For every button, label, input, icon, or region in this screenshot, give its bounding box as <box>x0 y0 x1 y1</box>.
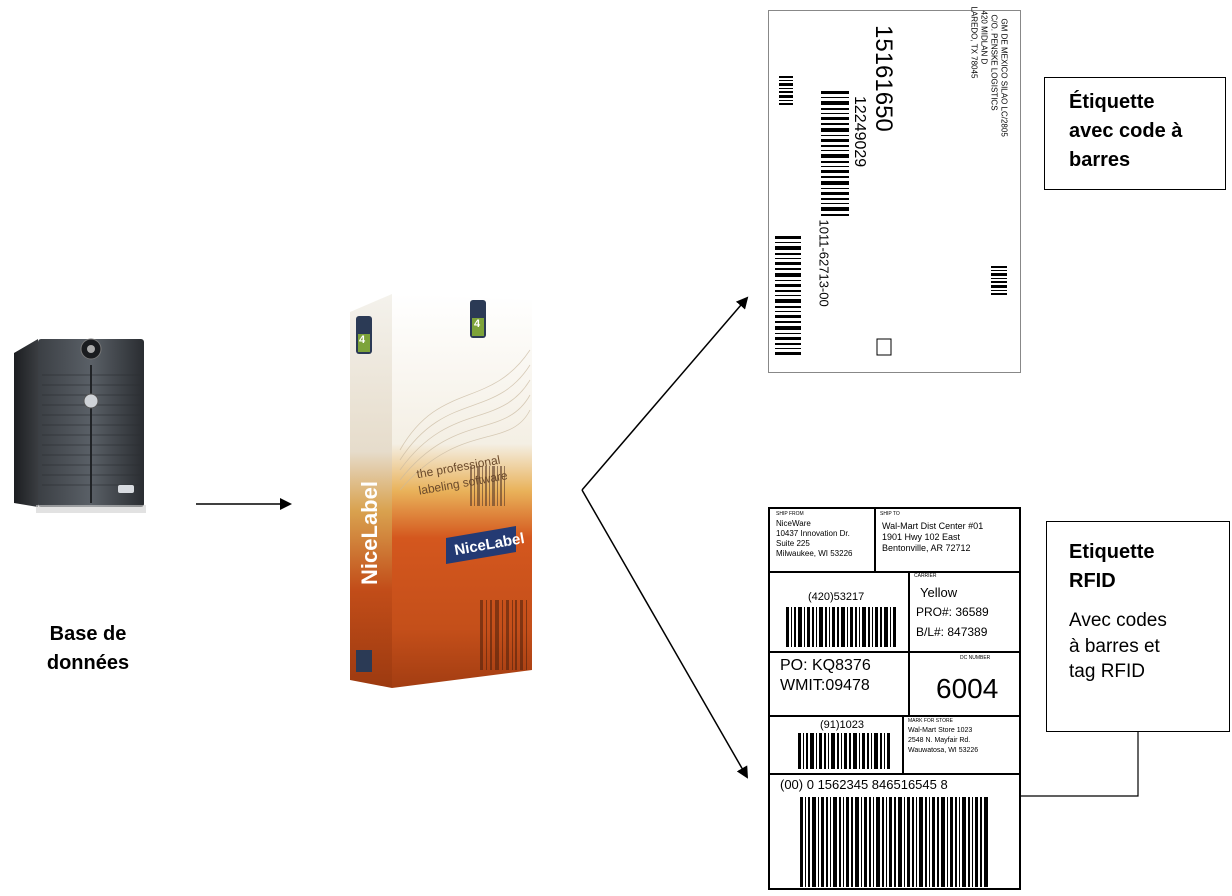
rfid-shipfrom-line1: NiceWare <box>776 519 811 528</box>
label-tracking-number: 12249029 <box>851 96 868 168</box>
barcode-label-caption-box: Étiquette avec code à barres <box>1044 77 1226 190</box>
barcode-caption-line3: barres <box>1069 149 1131 171</box>
rfid-postal-barcode <box>786 607 896 647</box>
label-part-number: 1011-62713-00 <box>816 219 832 307</box>
barcode-caption-line2: avec code à <box>1069 120 1183 142</box>
database-caption-line2: données <box>46 652 130 674</box>
rfid-store-code: (91)1023 <box>820 719 865 731</box>
rfid-store-barcode <box>798 733 890 769</box>
rfid-po: PO: KQ8376 <box>780 657 871 674</box>
barcode-caption-line1: Étiquette <box>1069 91 1155 113</box>
rfid-shipto-header: SHIP TO <box>880 511 900 517</box>
rfid-label-caption-box: Etiquette RFID Avec codes à barres et ta… <box>1046 521 1230 732</box>
rfid-store-line1: Wal-Mart Store 1023 <box>908 727 973 734</box>
rfid-shipto-line2: 1901 Hwy 102 East <box>882 532 961 542</box>
rfid-shipfrom-line2: 10437 Innovation Dr. <box>776 529 850 538</box>
rfid-dc-number: 6004 <box>936 673 999 704</box>
barcode-label-image: GM DE MEXICO SILAO LC/2805 C/O. PENSKE L… <box>768 6 1021 373</box>
box-spine-name: NiceLabel <box>357 481 382 585</box>
rfid-label-image: SHIP FROM NiceWare 10437 Innovation Dr. … <box>768 507 1021 890</box>
box-version-front: 4 <box>474 318 481 330</box>
arrow-to-barcode-label <box>581 296 749 491</box>
rfid-carrier-header: CARRIER <box>914 573 937 579</box>
rfid-caption-title-line1: Etiquette <box>1069 541 1155 563</box>
rfid-caption-desc-line3: tag RFID <box>1069 661 1146 683</box>
rfid-callout-line <box>998 732 1139 797</box>
rfid-shipfrom-line4: Milwaukee, WI 53226 <box>776 549 853 558</box>
label-big-number: 15161650 <box>870 25 897 132</box>
rfid-sscc-barcode <box>800 797 988 887</box>
label-shipto-line2: C/O. PENSKE LOGISTICS <box>989 14 999 111</box>
rfid-caption-desc-line1: Avec codes <box>1069 610 1167 631</box>
database-server-icon <box>10 335 150 515</box>
label-shipto-line3: 420 MIDLAN D <box>979 10 989 65</box>
rfid-bl-number: B/L#: 847389 <box>916 625 988 639</box>
rfid-sscc: (00) 0 1562345 846516545 8 <box>780 777 948 792</box>
rfid-caption-desc-line2: à barres et <box>1069 635 1160 657</box>
rfid-caption-title-line2: RFID <box>1069 570 1116 592</box>
rfid-store-line3: Wauwatosa, WI 53226 <box>908 747 979 754</box>
rfid-shipfrom-line3: Suite 225 <box>776 539 810 548</box>
box-version-spine: 4 <box>359 334 366 346</box>
database-caption-line1: Base de <box>49 623 127 645</box>
rfid-shipfrom-header: SHIP FROM <box>776 511 804 517</box>
rfid-pro-number: PRO#: 36589 <box>916 605 989 619</box>
label-shipto-line4: LAREDO, TX 78045 <box>969 6 979 79</box>
rfid-wmit: WMIT:09478 <box>780 677 870 694</box>
rfid-postal-code: (420)53217 <box>808 591 865 603</box>
nicelabel-box: 4 4 NiceLabel the professional labeling … <box>350 290 540 710</box>
label-shipto-line1: GM DE MEXICO SILAO LC/2805 <box>999 18 1009 137</box>
rfid-carrier: Yellow <box>920 585 958 600</box>
rfid-store-header: MARK FOR STORE <box>908 718 953 724</box>
rfid-dc-header: DC NUMBER <box>960 655 991 661</box>
rfid-store-line2: 2548 N. Mayfair Rd. <box>908 737 971 744</box>
rfid-shipto-line3: Bentonville, AR 72712 <box>882 543 971 553</box>
arrow-to-rfid-label <box>581 489 748 779</box>
rfid-shipto-line1: Wal-Mart Dist Center #01 <box>882 521 984 531</box>
